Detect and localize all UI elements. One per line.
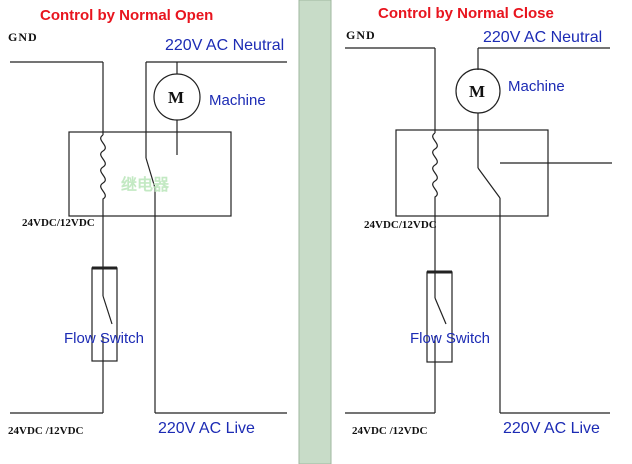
right-flow-switch-blade <box>434 297 447 325</box>
panel-divider <box>298 0 332 464</box>
left-neutral-label: 220V AC Neutral <box>165 37 285 54</box>
left-switch-blade <box>145 157 156 189</box>
left-gnd-label: GND <box>8 30 38 44</box>
right-live-label: 220V AC Live <box>503 420 600 437</box>
left-motor-symbol: M <box>168 88 185 107</box>
right-switch-blade <box>477 167 501 199</box>
right-panel-title: Control by Normal Close <box>378 5 554 22</box>
left-relay-box <box>68 131 232 217</box>
right-circuit <box>345 47 612 414</box>
left-supply-voltage-label: 24VDC /12VDC <box>8 425 84 437</box>
left-circuit <box>10 61 287 414</box>
right-gnd-label: GND <box>346 28 376 42</box>
left-relay-watermark: 继电器 <box>121 177 170 194</box>
right-flow-switch-label: Flow Switch <box>410 330 491 347</box>
right-supply-voltage-label: 24VDC /12VDC <box>352 425 428 437</box>
right-neutral-label: 220V AC Neutral <box>483 29 603 46</box>
right-relay-box <box>395 129 549 217</box>
left-relay-coil <box>100 134 106 212</box>
right-coil-voltage-label: 24VDC/12VDC <box>364 219 437 231</box>
right-machine-label: Machine <box>508 78 565 95</box>
left-live-label: 220V AC Live <box>158 420 255 437</box>
right-motor-symbol: M <box>469 82 486 101</box>
left-flow-switch-box <box>91 267 118 362</box>
right-relay-coil <box>432 132 438 212</box>
left-machine-label: Machine <box>209 92 266 109</box>
left-flow-switch-blade <box>102 295 113 325</box>
left-coil-voltage-label: 24VDC/12VDC <box>22 217 95 229</box>
right-flow-switch-box <box>426 271 453 363</box>
left-panel-title: Control by Normal Open <box>40 7 214 24</box>
left-flow-switch-label: Flow Switch <box>64 330 145 347</box>
